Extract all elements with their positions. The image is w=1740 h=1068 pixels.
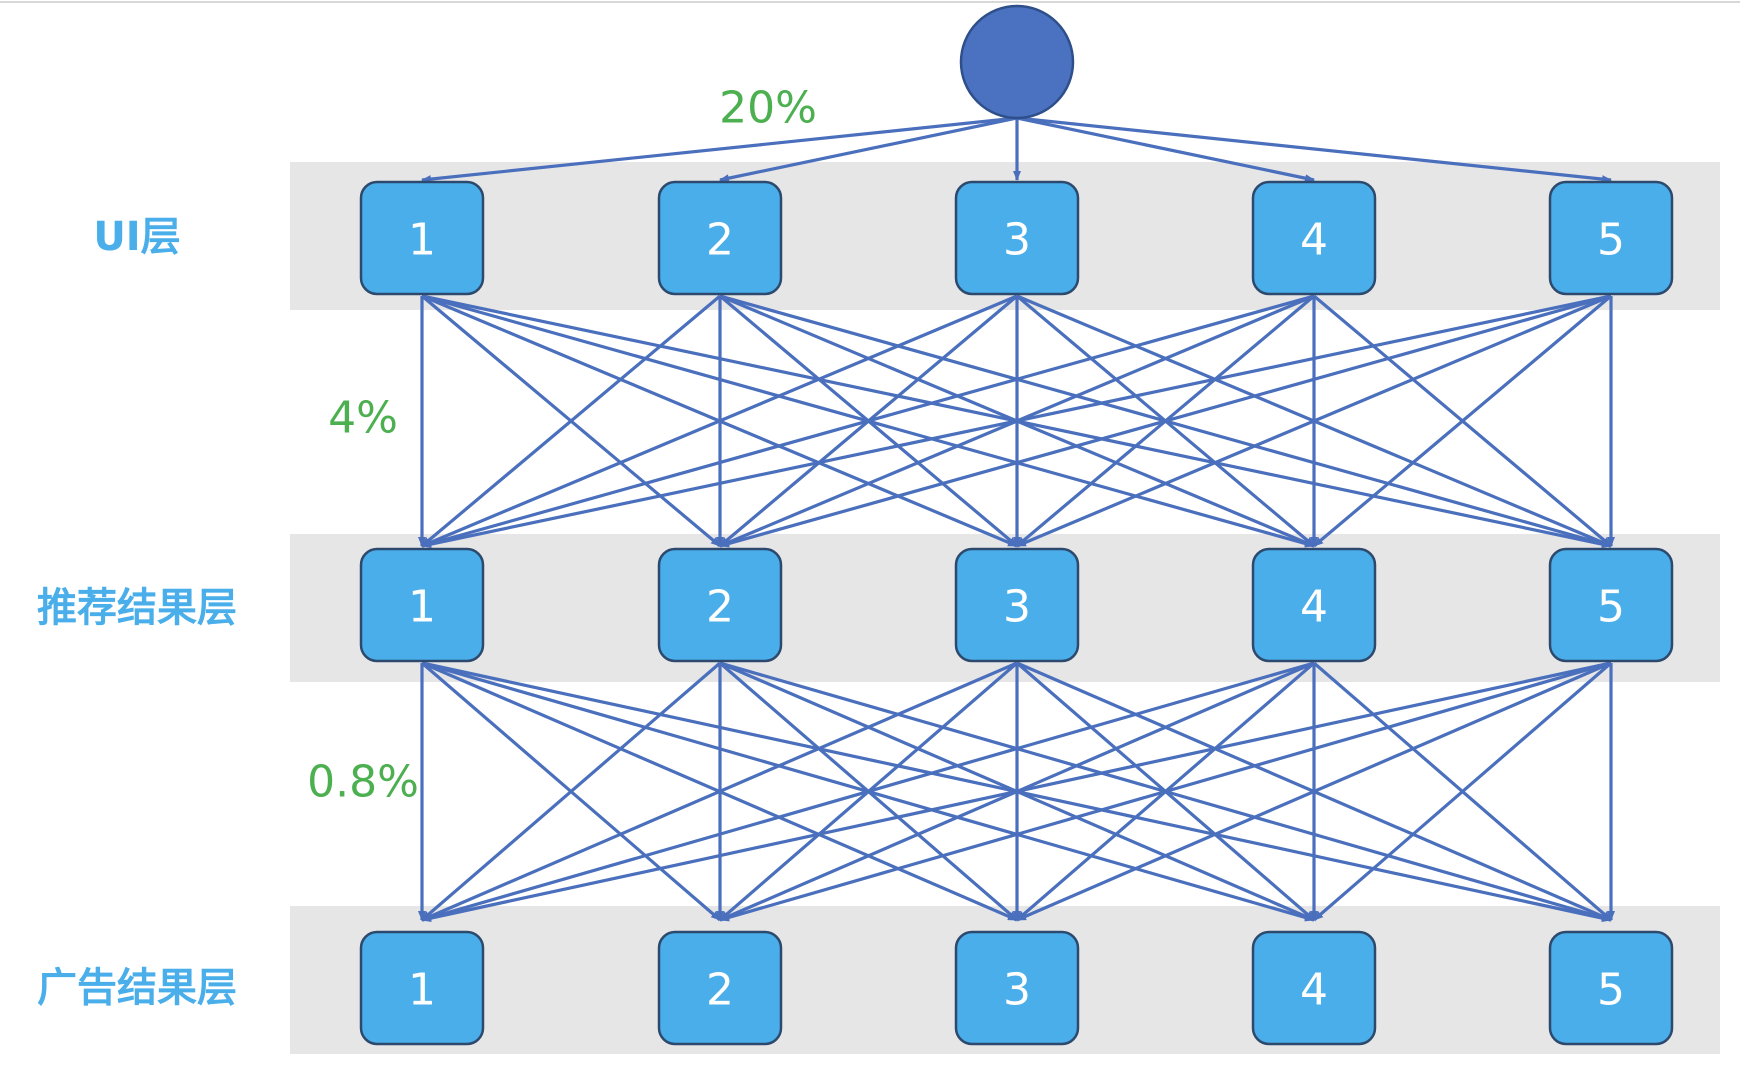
percent-recommend-to-ad: 0.8% [307,757,419,808]
layer-label-recommend: 推荐结果层 [37,585,237,631]
recommend-node-2[interactable]: 2 [657,547,783,663]
edge-ui-4-to-recommend-1 [421,294,1315,548]
edge-recommend-5-to-ad-2 [719,661,1612,922]
edge-ui-5-to-recommend-1 [421,294,1612,549]
ad-node-box-5 [1548,930,1674,1046]
recommend-node-label-4: 4 [1300,582,1328,633]
edge-ui-5-to-recommend-2 [719,294,1612,548]
recommend-node-box-1 [359,547,485,663]
edge-root-to-ui-1 [421,116,1018,184]
ui-node-label-4: 4 [1300,215,1328,266]
recommend-node-4[interactable]: 4 [1251,547,1377,663]
edge-root-to-ui-4 [1016,116,1315,183]
edge-root-to-ui-2 [719,116,1018,183]
percent-root-to-ui: 20% [719,83,817,134]
ad-node-1[interactable]: 1 [359,930,485,1046]
recommend-node-box-4 [1251,547,1377,663]
recommend-node-3[interactable]: 3 [954,547,1080,663]
layer-nodes: 1 2 3 4 5 1 2 3 4 5 1 2 3 4 5 [359,180,1674,1046]
edge-recommend-5-to-ad-3 [1016,661,1612,922]
root-node[interactable] [959,4,1075,120]
recommend-node-label-1: 1 [408,582,436,633]
recommend-node-5[interactable]: 5 [1548,547,1674,663]
recommend-node-1[interactable]: 1 [359,547,485,663]
recommend-node-label-3: 3 [1003,582,1031,633]
ui-node-4[interactable]: 4 [1251,180,1377,296]
percent-ui-to-recommend: 4% [328,393,398,444]
ad-node-label-5: 5 [1597,965,1625,1016]
ui-node-box-3 [954,180,1080,296]
ui-node-box-2 [657,180,783,296]
ad-node-box-1 [359,930,485,1046]
edge-recommend-5-to-ad-1 [421,661,1612,923]
ad-node-box-3 [954,930,1080,1046]
ui-node-label-1: 1 [408,215,436,266]
edge-recommend-2-to-ad-1 [420,661,722,922]
ad-node-2[interactable]: 2 [657,930,783,1046]
recommend-node-label-5: 5 [1597,582,1625,633]
ui-node-box-1 [359,180,485,296]
edge-recommend-4-to-ad-1 [421,661,1315,922]
edge-recommend-3-to-ad-1 [421,661,1018,922]
recommend-node-label-2: 2 [706,582,734,633]
ad-node-4[interactable]: 4 [1251,930,1377,1046]
connection-edges [418,116,1615,923]
ad-node-label-2: 2 [706,965,734,1016]
ad-node-3[interactable]: 3 [954,930,1080,1046]
ad-node-5[interactable]: 5 [1548,930,1674,1046]
ui-node-5[interactable]: 5 [1548,180,1674,296]
ad-node-label-1: 1 [408,965,436,1016]
recommend-node-box-5 [1548,547,1674,663]
edge-ui-3-to-recommend-1 [421,294,1018,548]
ui-node-label-3: 3 [1003,215,1031,266]
ui-node-label-5: 5 [1597,215,1625,266]
edge-root-to-ui-5 [1016,116,1612,184]
edge-ui-2-to-recommend-1 [420,294,722,548]
ui-node-3[interactable]: 3 [954,180,1080,296]
ad-node-label-4: 4 [1300,965,1328,1016]
recommend-node-box-2 [657,547,783,663]
ad-node-box-2 [657,930,783,1046]
layer-label-ui: UI层 [93,214,180,260]
ui-node-2[interactable]: 2 [657,180,783,296]
edge-ui-5-to-recommend-3 [1016,294,1612,548]
edge-ui-5-to-recommend-4 [1312,294,1613,548]
ad-node-label-3: 3 [1003,965,1031,1016]
ui-node-1[interactable]: 1 [359,180,485,296]
ad-node-box-4 [1251,930,1377,1046]
layer-label-ad: 广告结果层 [37,965,237,1011]
edge-recommend-5-to-ad-4 [1312,661,1613,922]
ui-node-box-5 [1548,180,1674,296]
recommend-node-box-3 [954,547,1080,663]
ui-node-box-4 [1251,180,1377,296]
ui-node-label-2: 2 [706,215,734,266]
